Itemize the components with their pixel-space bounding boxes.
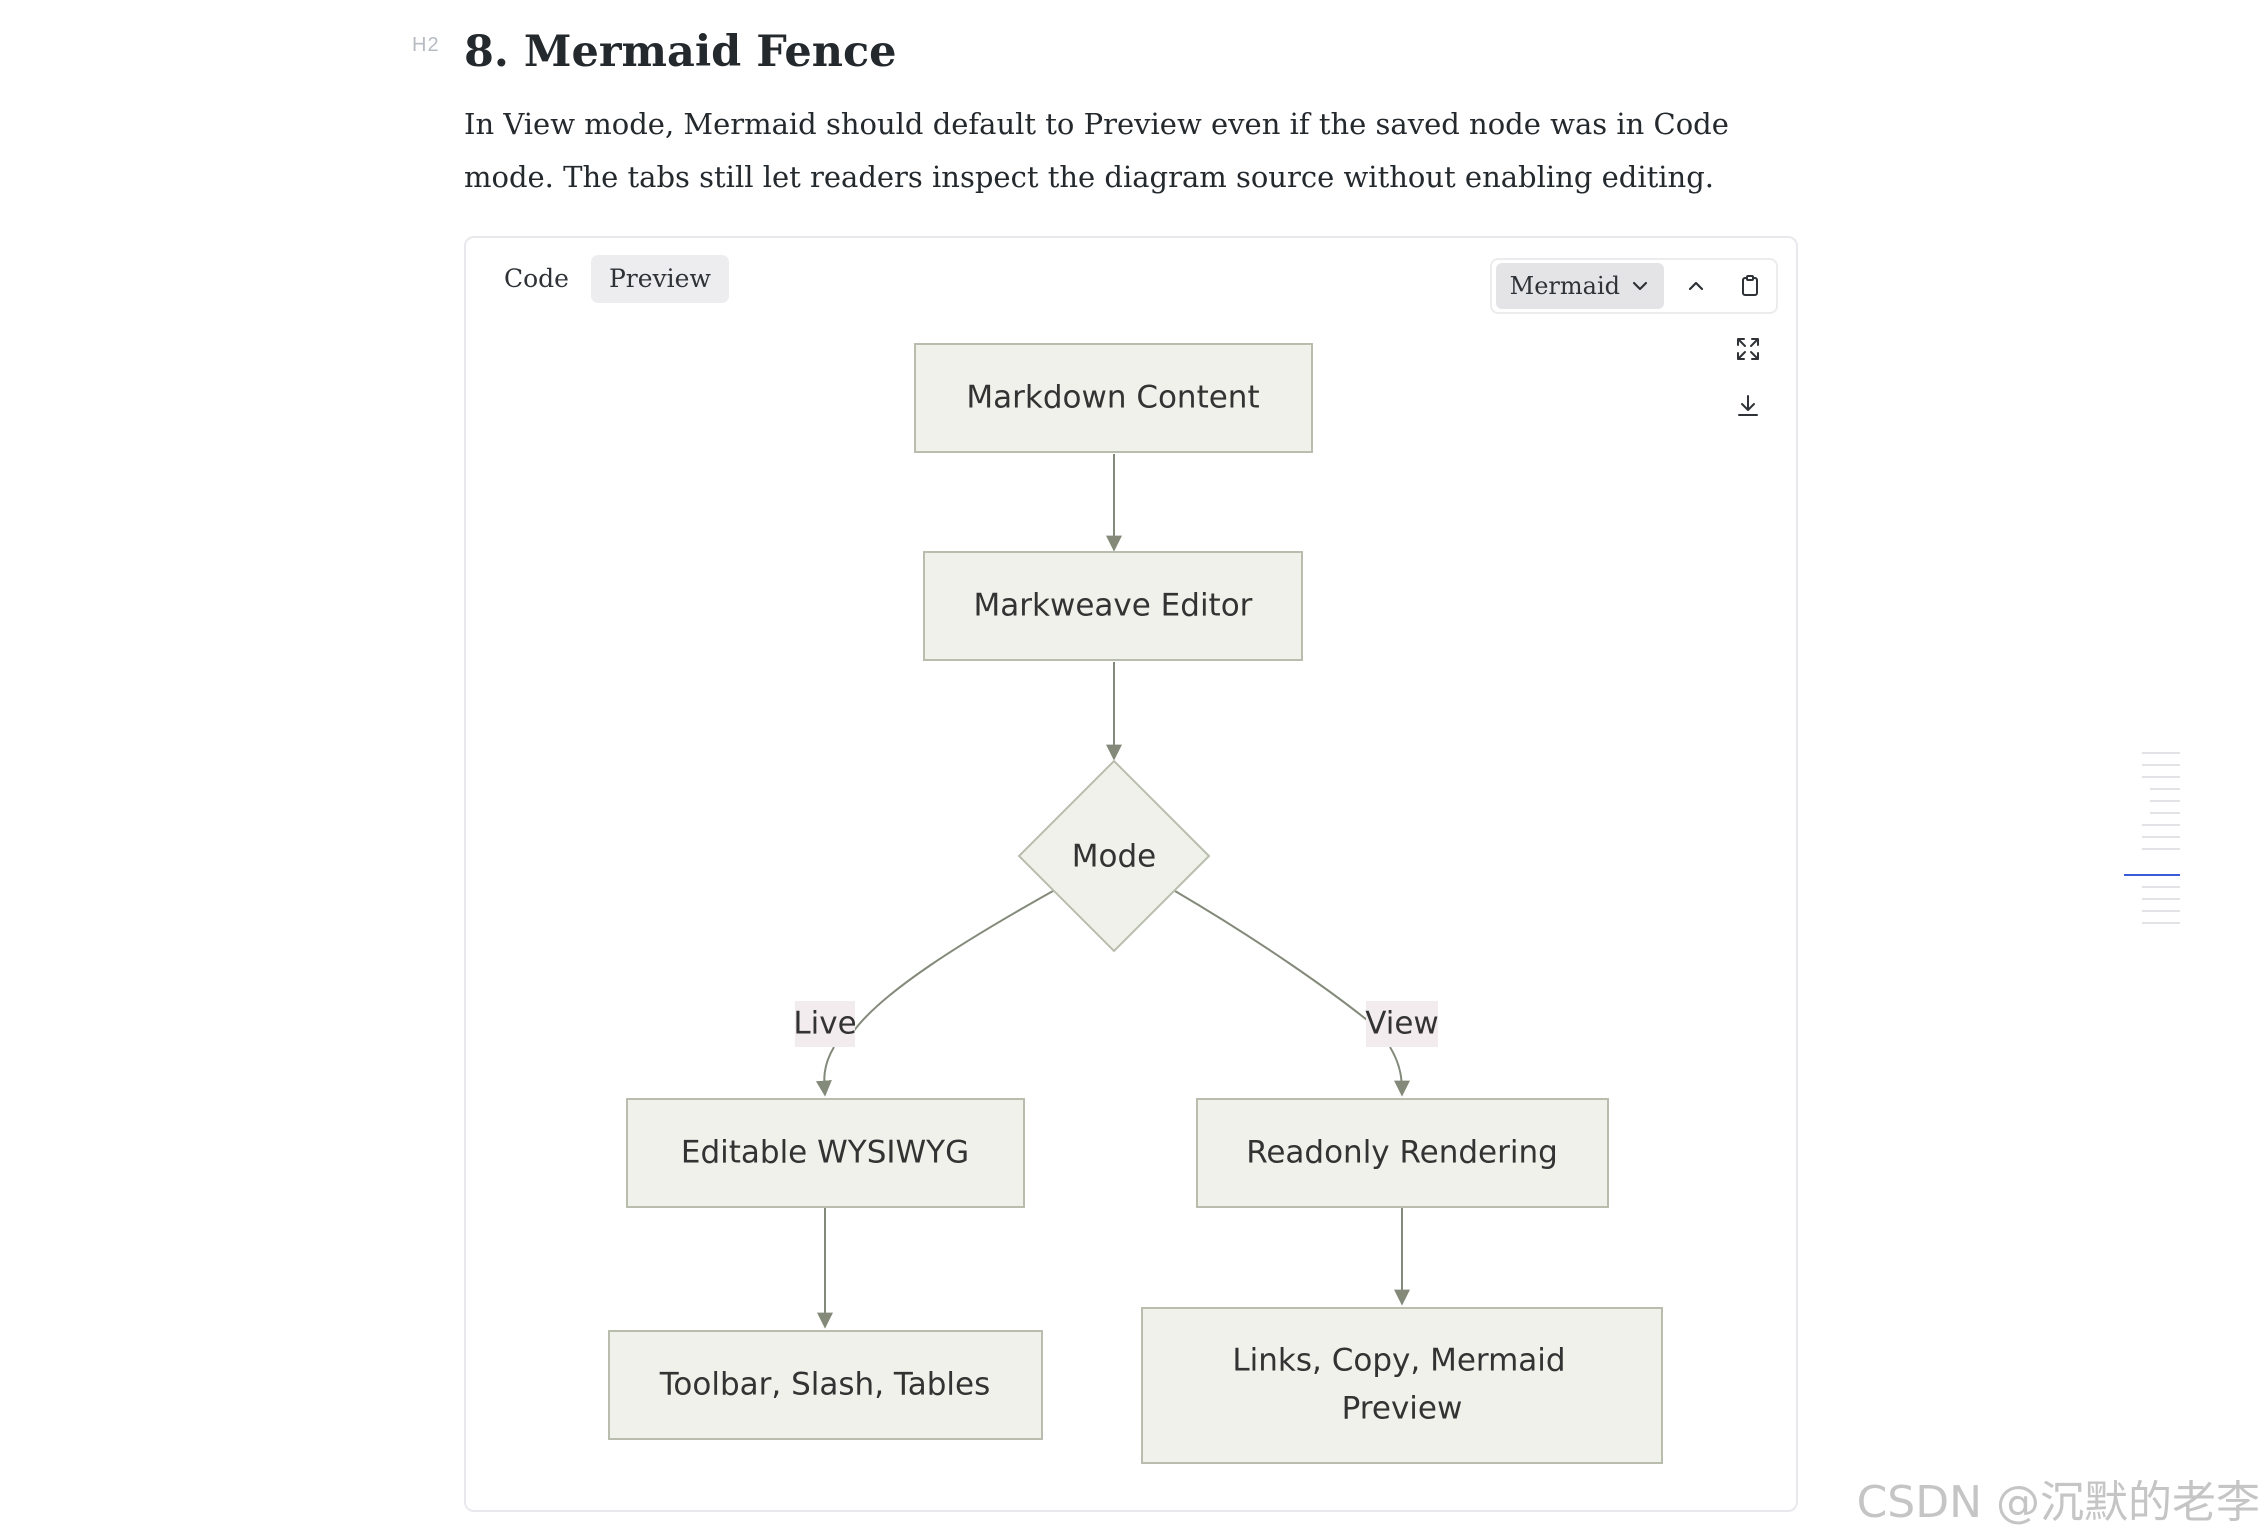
download-button[interactable] <box>1728 386 1768 426</box>
minimap-line[interactable] <box>2150 788 2180 790</box>
fence-tabs: Code Preview <box>486 255 729 303</box>
edge-view-to-readonly <box>1389 1046 1410 1097</box>
node-editable-wysiwyg-box <box>626 1098 1025 1208</box>
section-heading: 8. Mermaid Fence <box>464 27 897 77</box>
edge-mode-to-view <box>1174 890 1368 1021</box>
node-markdown-content-label: Markdown Content <box>966 380 1259 416</box>
copy-button[interactable] <box>1728 263 1772 309</box>
node-markweave-editor: Markweave Editor <box>923 551 1303 661</box>
fullscreen-button[interactable] <box>1728 329 1768 369</box>
edge-label-view: View <box>1365 1001 1439 1047</box>
node-readonly-rendering-box <box>1196 1098 1609 1208</box>
edge-mode-to-live <box>852 890 1054 1033</box>
node-markweave-editor-box <box>923 551 1303 661</box>
node-mode-label: Mode <box>1072 839 1156 875</box>
node-links-copy-mermaid-label-line1: Links, Copy, Mermaid <box>1232 1343 1565 1379</box>
tab-code[interactable]: Code <box>504 264 569 293</box>
node-markdown-content-box <box>914 343 1313 453</box>
download-icon <box>1738 395 1758 416</box>
language-select-value: Mermaid <box>1509 272 1620 300</box>
minimap-line[interactable] <box>2150 800 2180 802</box>
mermaid-diagram: Markdown Content Markweave Editor Mode L… <box>608 343 1663 1464</box>
node-toolbar-slash-tables-label: Toolbar, Slash, Tables <box>659 1367 990 1403</box>
node-readonly-rendering-label: Readonly Rendering <box>1246 1135 1558 1171</box>
edge-live-to-editable <box>815 1046 835 1097</box>
minimap-line-current[interactable] <box>2124 874 2180 876</box>
node-editable-wysiwyg: Editable WYSIWYG <box>626 1098 1025 1208</box>
node-links-copy-mermaid: Links, Copy, Mermaid Preview <box>1141 1307 1663 1464</box>
node-editable-wysiwyg-label: Editable WYSIWYG <box>681 1135 969 1171</box>
node-markdown-content: Markdown Content <box>914 343 1313 453</box>
watermark: CSDN @沉默的老李 <box>1856 1477 2260 1528</box>
minimap-line[interactable] <box>2142 836 2180 838</box>
minimap-line[interactable] <box>2142 848 2180 850</box>
mermaid-fence-block: Code Preview Mermaid <box>464 236 1798 1512</box>
section-paragraph: In View mode, Mermaid should default to … <box>464 107 1729 194</box>
edge-label-live: Live <box>793 1001 857 1047</box>
minimap-line[interactable] <box>2142 922 2180 924</box>
minimap-line[interactable] <box>2142 752 2180 754</box>
clipboard-icon <box>1742 275 1758 296</box>
chevron-up-icon <box>1688 281 1704 291</box>
language-select[interactable]: Mermaid <box>1495 263 1664 309</box>
chevron-down-icon <box>1632 281 1648 291</box>
node-links-copy-mermaid-box <box>1141 1307 1663 1464</box>
minimap-line[interactable] <box>2142 824 2180 826</box>
edge-label-view-text: View <box>1365 1006 1439 1042</box>
minimap-line[interactable] <box>2150 812 2180 814</box>
minimap-line[interactable] <box>2142 776 2180 778</box>
node-mode-diamond <box>1017 759 1211 953</box>
edge-label-live-bg <box>795 1001 855 1047</box>
heading-level-badge: H2 <box>412 34 440 56</box>
node-toolbar-slash-tables: Toolbar, Slash, Tables <box>608 1330 1043 1440</box>
minimap-line[interactable] <box>2142 886 2180 888</box>
expand-icon <box>1737 338 1759 360</box>
collapse-button[interactable] <box>1674 263 1718 309</box>
diagram-edges <box>815 454 1410 1329</box>
node-links-copy-mermaid-label-line2: Preview <box>1342 1391 1463 1427</box>
minimap-line[interactable] <box>2142 910 2180 912</box>
node-readonly-rendering: Readonly Rendering <box>1196 1098 1609 1208</box>
edge-label-live-text: Live <box>793 1006 856 1042</box>
tab-preview[interactable]: Preview <box>590 255 729 303</box>
edge-label-view-bg <box>1366 1001 1438 1047</box>
minimap-line[interactable] <box>2142 898 2180 900</box>
node-toolbar-slash-tables-box <box>608 1330 1043 1440</box>
node-markweave-editor-label: Markweave Editor <box>974 588 1253 624</box>
node-mode-decision: Mode <box>1017 759 1211 953</box>
fence-toolbar: Mermaid <box>1489 258 1778 314</box>
minimap-line[interactable] <box>2142 764 2180 766</box>
